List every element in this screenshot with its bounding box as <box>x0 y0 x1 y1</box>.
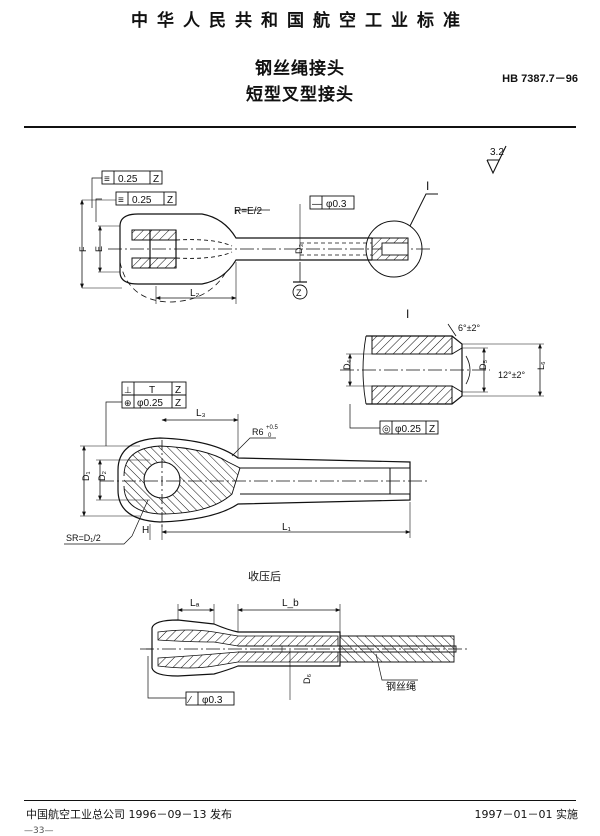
view1-label-L2: L₂ <box>190 288 200 299</box>
svg-text:⊕: ⊕ <box>124 398 132 408</box>
view2-label-D2: D₂ <box>97 471 107 481</box>
view1-label-E: E <box>94 246 104 252</box>
view1-tolerance-frame-3: — φ0.3 <box>309 195 355 210</box>
view3-tolerance-frame: ∕ φ0.3 <box>185 691 235 706</box>
svg-text:φ0.3: φ0.3 <box>326 199 347 210</box>
implementation-date-text: 1997－01－01 实施 <box>474 808 579 821</box>
view1-tolerance-frame-1: ≡ 0.25 Z <box>101 170 163 185</box>
view2-label-H: H <box>142 525 149 536</box>
svg-text:0.25: 0.25 <box>132 195 152 206</box>
view1-fork-joint <box>80 177 438 304</box>
view1-label-F: F <box>78 246 88 252</box>
document-title-line2: 短型叉型接头 <box>246 85 354 105</box>
detail-I-title: I <box>406 307 409 321</box>
detail-I-tolerance-frame: ◎ φ0.25 Z <box>379 420 439 435</box>
view3-label-Lb: L_b <box>282 598 299 609</box>
standard-number: HB 7387.7－96 <box>502 73 578 85</box>
roughness-value: 3.2 <box>490 147 504 158</box>
footer-rule <box>24 800 576 801</box>
detail-I-section <box>340 323 544 429</box>
svg-text:≡: ≡ <box>118 195 124 206</box>
header-rule <box>24 126 576 128</box>
view1-label-D3: D₃ <box>294 244 304 254</box>
issue-date-text: 中国航空工业总公司 1996－09－13 发布 <box>26 808 232 821</box>
svg-text:φ0.25: φ0.25 <box>395 424 421 435</box>
title-block: 钢丝绳接头 短型叉型接头 <box>200 56 400 108</box>
view2-plan-view <box>64 401 430 545</box>
svg-text:Z: Z <box>429 424 435 435</box>
detail-I-cone-note: 12°±2° <box>498 370 526 380</box>
svg-text:Z: Z <box>175 398 181 409</box>
view3-label-La: Lₐ <box>190 598 200 609</box>
svg-text:T: T <box>149 385 155 396</box>
view3-label-D6: D₆ <box>302 674 312 684</box>
svg-text:φ0.3: φ0.3 <box>202 695 223 706</box>
svg-text:◎: ◎ <box>382 424 391 435</box>
svg-text:Z: Z <box>153 174 159 185</box>
svg-text:⊥: ⊥ <box>124 385 132 395</box>
view2-tolerance-frame: ⊥ T Z ⊕ φ0.25 Z <box>121 381 187 409</box>
svg-text:Z: Z <box>167 195 173 206</box>
svg-text:∕: ∕ <box>186 695 192 706</box>
detail-I-label-L6: L₆ <box>536 361 546 370</box>
view2-label-D1: D₁ <box>81 471 91 481</box>
view2-radius-note: R6 <box>252 427 264 437</box>
view1-tolerance-frame-2: ≡ 0.25 Z <box>115 191 177 206</box>
view1-detail-callout: I <box>426 179 429 193</box>
view2-sphere-note: SR=D₁/2 <box>66 533 101 543</box>
view1-datum-Z: Z <box>296 288 302 298</box>
svg-text:Z: Z <box>175 385 181 396</box>
page-number: —33— <box>24 826 54 836</box>
view1-radius-note: R=E/2 <box>234 206 263 217</box>
view2-label-L1: L₁ <box>282 522 292 533</box>
svg-text:—: — <box>312 199 322 210</box>
standard-category-heading: 中华人民共和国航空工业标准 <box>131 11 469 31</box>
view2-radius-tol-lower: 0 <box>268 433 272 439</box>
view3-title: 收压后 <box>248 569 281 583</box>
svg-text:0.25: 0.25 <box>118 174 138 185</box>
detail-I-label-D4: D₄ <box>342 360 352 370</box>
detail-I-angle-note: 6°±2° <box>458 323 481 333</box>
svg-text:φ0.25: φ0.25 <box>137 398 163 409</box>
detail-I-label-D5: D₅ <box>478 360 488 370</box>
svg-text:≡: ≡ <box>104 174 110 185</box>
view2-label-L3: L₃ <box>196 408 206 419</box>
surface-roughness-symbol: 3.2 <box>486 145 507 175</box>
view3-wire-rope-label: 钢丝绳 <box>386 680 416 693</box>
document-title-line1: 钢丝绳接头 <box>255 59 345 79</box>
view3-swaged-section <box>140 604 470 700</box>
view2-radius-tol-upper: +0.5 <box>266 425 279 431</box>
